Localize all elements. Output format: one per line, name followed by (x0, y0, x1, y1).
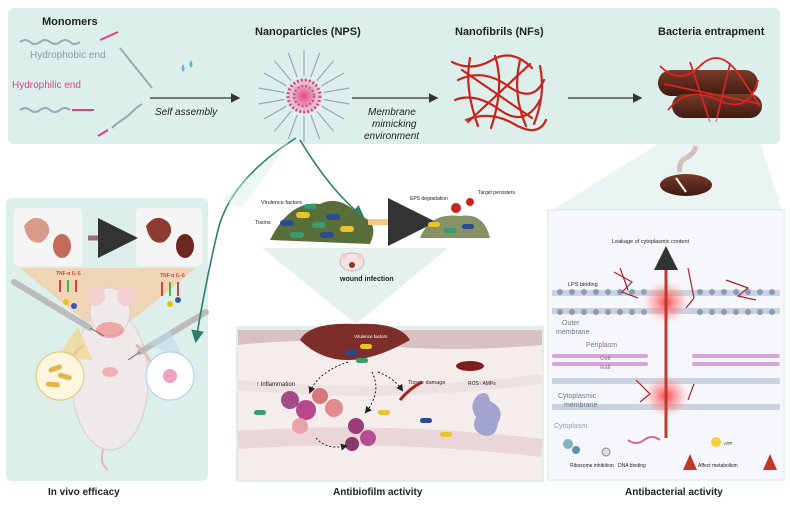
lysed-bacterium (660, 145, 712, 196)
monomer-strands (19, 31, 153, 137)
monomers-title: Monomers (42, 16, 98, 28)
np-to-invivo-arrow (191, 137, 297, 344)
biofilm-bacteria (280, 204, 354, 238)
inhibition-x-icon (601, 447, 611, 457)
biofilm-top: Virulence factors Toxins EPS degradation… (255, 190, 515, 324)
antibacterial-caption: Antibacterial activity (625, 487, 723, 498)
cytokine-dots (63, 297, 181, 309)
target-persisters-label: Target persisters (478, 190, 515, 196)
toxins-label: Toxins (255, 220, 271, 226)
immune-cells (281, 388, 376, 451)
cell-wall (552, 354, 780, 366)
rod-bacteria-icon (45, 364, 72, 388)
bacteria-entrapment-title: Bacteria entrapment (658, 26, 765, 38)
il6-left-label: IL-6 (72, 271, 81, 277)
cytokine-arrows (59, 280, 179, 296)
zoom-cone-right (552, 118, 782, 210)
mouse-illustration (64, 286, 156, 471)
membrane-label-line2: mimicking (372, 119, 417, 130)
nanofibrils-title: Nanofibrils (NFs) (455, 26, 544, 38)
syringe-right (127, 309, 209, 361)
invivo-caption: In vivo efficacy (48, 487, 120, 498)
ros-up-arrows (683, 454, 777, 470)
ribosome-inhibition-label: Ribosome inhibition (570, 463, 614, 469)
eps-degradation-label: EPS degradation (410, 196, 448, 202)
tnf-right-label: TNF-α (160, 273, 174, 279)
cell-wall-label-2: wall (599, 365, 610, 371)
ros-amps-label: ROS↑ AMPs (468, 381, 496, 387)
leakage-label: Leakage of cytoplasmic content (612, 239, 690, 245)
membrane-label-line3: environment (364, 131, 420, 142)
organs-after-box (136, 208, 202, 266)
outer-membrane-label-2: membrane (556, 329, 590, 336)
liver-icon (24, 217, 50, 243)
scattered-bacteria (254, 410, 452, 437)
syringe-left (11, 279, 105, 337)
cell-wall-label-1: Cell (600, 356, 610, 362)
dna-binding-label: DNA binding (618, 463, 646, 469)
biofilm-skin-panel: Virulence factors ↑ Inflammation Tissue … (236, 323, 544, 498)
cytoplasm-label: Cytoplasm (554, 423, 587, 430)
lesion-mark (456, 361, 484, 371)
liver-after-icon (146, 217, 172, 243)
nanoparticle-small-icon (163, 369, 177, 383)
virulence-small-label: Virulence factors (354, 334, 388, 339)
epidermis-layer (237, 374, 543, 396)
bacteria-inset-cone (58, 326, 92, 360)
wound-infection-label: wound infection (339, 276, 394, 283)
hydrophilic-end-label: Hydrophilic end (12, 80, 81, 91)
organs-before-box (14, 208, 82, 266)
macrophage-icon (472, 393, 501, 436)
nanoparticles-title: Nanoparticles (NPS) (255, 26, 361, 38)
wound-cone (262, 248, 448, 324)
antibiofilm-caption: Antibiofilm activity (333, 487, 423, 498)
cytoplasmic-membrane-label-1: Cytoplasmic (558, 393, 597, 400)
membrane-label-line1: Membrane (368, 107, 416, 118)
wound-cavity (300, 323, 410, 360)
periplasm-label: Periplasm (586, 342, 617, 349)
nanofibrils-network (450, 54, 548, 132)
tnf-left-label: TNF-α (56, 271, 70, 277)
invivo-panel: TNF-α IL-6 TNF-α IL-6 (6, 198, 209, 498)
affect-metabolism-label: Affect metabolism (698, 463, 738, 469)
antibacterial-panel: Leakage of cytoplasmic content LPS bindi… (547, 209, 785, 498)
dna-icon (627, 436, 661, 444)
atp-icon (711, 437, 721, 447)
membrane-fibrils (613, 267, 757, 403)
virulence-factors-label: Virulence factors (261, 200, 302, 206)
inner-biofilm (346, 344, 372, 363)
np-to-biofilm-arrow (299, 139, 365, 219)
entrapped-bacteria (658, 57, 762, 123)
tissue-damage-mark (398, 380, 423, 401)
np-cone (222, 140, 290, 208)
top-panel-background (8, 8, 780, 144)
self-assembly-label: Self assembly (155, 107, 218, 118)
nanoparticle-micelle (258, 50, 350, 142)
atp-label: ATP (724, 441, 732, 446)
lps-binding-label: LPS binding (568, 282, 598, 288)
water-drops-icon (181, 60, 193, 72)
cytoplasmic-membrane-label-2: membrane (564, 402, 598, 409)
wound-mouse-icon (339, 252, 365, 272)
ribosome-icon (563, 439, 580, 454)
kidney-icon (53, 234, 71, 258)
il6-right-label: IL-6 (176, 273, 185, 279)
disrupted-biofilm (420, 215, 490, 238)
top-panel: Monomers Hydrophobic end Hydrophilic end… (8, 8, 780, 144)
inflammation-label: ↑ Inflammation (256, 382, 295, 388)
disrupted-bacteria (428, 198, 474, 233)
outer-membrane-beads (557, 289, 775, 315)
tissue-damage-label: Tissue damage (408, 380, 445, 386)
hydrophobic-end-label: Hydrophobic end (30, 50, 106, 61)
kidney-after-icon (176, 234, 194, 258)
dashed-arrows (308, 361, 404, 451)
dermis-layer (237, 427, 544, 457)
outer-membrane-label-1: Outer (562, 320, 580, 327)
